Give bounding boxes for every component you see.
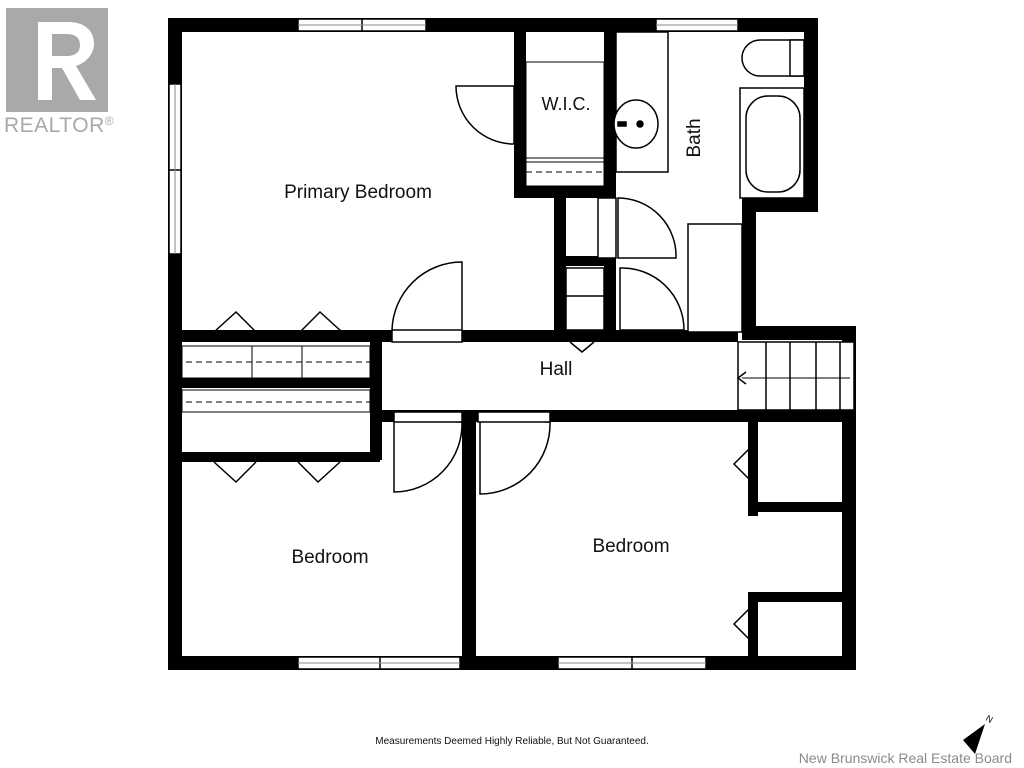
room-label-hall: Hall (540, 359, 573, 380)
room-label-bath: Bath (684, 118, 705, 157)
realtor-r-icon (6, 8, 108, 112)
room-label-bedroom-left: Bedroom (291, 547, 368, 568)
disclaimer-text: Measurements Deemed Highly Reliable, But… (375, 736, 649, 747)
room-label-primary-bedroom: Primary Bedroom (284, 182, 432, 203)
realtor-brand: REALTOR (4, 114, 105, 137)
north-arrow-icon: N (963, 713, 995, 754)
toilet-icon (741, 39, 805, 77)
windows (168, 18, 739, 670)
doors (213, 85, 751, 641)
sink-icon (613, 99, 659, 149)
bath-fixtures (613, 31, 805, 333)
realtor-mark: ® (104, 114, 115, 128)
realtor-watermark: REALTOR® (4, 114, 114, 138)
room-label-wic: W.I.C. (542, 94, 591, 114)
compass-label: N (984, 713, 995, 725)
stairs (736, 341, 855, 411)
footer-credit: New Brunswick Real Estate Board (798, 750, 1012, 766)
room-label-bedroom-right: Bedroom (592, 536, 669, 557)
closet-shelves (181, 61, 605, 413)
bathtub-icon (745, 95, 801, 193)
